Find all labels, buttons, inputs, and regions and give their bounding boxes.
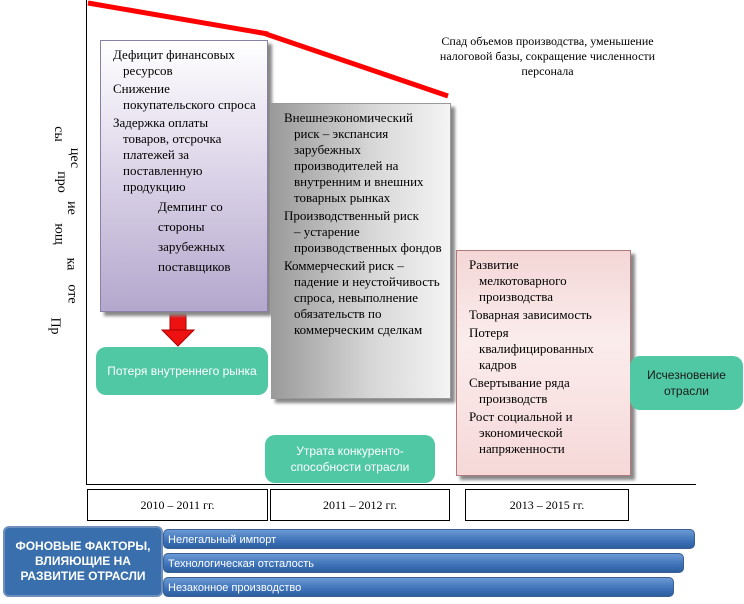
factor-item-dumping: Демпинг со стороны зарубежных поставщико… bbox=[158, 199, 231, 274]
consequence-item: Свертывание ряда производств bbox=[469, 375, 570, 406]
factor-item: Задержка оплаты товаров, отсрочка платеж… bbox=[113, 115, 222, 194]
y-label-part: ющ bbox=[51, 223, 67, 245]
risk-item: Производственный риск – устарение произв… bbox=[284, 208, 442, 255]
y-label-part: цес bbox=[67, 147, 83, 169]
background-factors-label: ФОНОВЫЕ ФАКТОРЫ, ВЛИЯЮЩИЕ НА РАЗВИТИЕ ОТ… bbox=[3, 526, 163, 597]
period-label: 2011 – 2012 гг. bbox=[270, 489, 450, 521]
period1-factors-box: Дефицит финансовых ресурсов Снижение пок… bbox=[100, 40, 268, 312]
period3-consequences-box: Развитие мелкотоварного производства Тов… bbox=[456, 250, 631, 476]
factor-item: Снижение покупательского спроса bbox=[113, 81, 256, 112]
background-factor-bar: Технологическая отсталость bbox=[163, 553, 684, 573]
consequence-item: Товарная зависимость bbox=[469, 307, 592, 322]
background-factor-bar: Незаконное производство bbox=[163, 577, 674, 597]
factor-item: Дефицит финансовых ресурсов bbox=[113, 47, 235, 78]
down-arrow-icon bbox=[160, 313, 196, 347]
period-label: 2010 – 2011 гг. bbox=[87, 489, 268, 521]
y-label-part: ка bbox=[63, 257, 79, 271]
period-label: 2013 – 2015 гг. bbox=[465, 489, 629, 521]
outcome-lost-domestic-market: Потеря внутреннего рынка bbox=[96, 347, 268, 395]
risk-item: Коммерческий риск – падение и неустойчив… bbox=[284, 258, 440, 337]
period2-risks-box: Внешнеэкономический риск – экспансия зар… bbox=[271, 103, 451, 399]
consequence-item: Потеря квалифицированных кадров bbox=[469, 325, 594, 372]
y-label-part: оте bbox=[64, 284, 80, 304]
consequence-item: Рост социальной и экономической напряжен… bbox=[469, 409, 573, 456]
outcome-lost-competitiveness: Утрата конкуренто-способности отрасли bbox=[265, 435, 435, 483]
y-label-part: Пр bbox=[47, 317, 63, 335]
horizontal-axis bbox=[86, 484, 696, 485]
consequence-item: Развитие мелкотоварного производства bbox=[469, 257, 567, 304]
y-label-part: про bbox=[53, 171, 69, 193]
outcome-industry-disappearance: Исчезновение отрасли bbox=[630, 356, 743, 410]
vertical-axis bbox=[86, 0, 87, 485]
y-label-part: ие bbox=[63, 201, 79, 215]
decline-note: Спад объемов производства, уменьшение на… bbox=[439, 34, 656, 78]
y-axis-label: Пр оте ка ющ ие про цес сы bbox=[10, 126, 83, 340]
background-factor-bar: Нелегальный импорт bbox=[163, 529, 695, 549]
risk-item: Внешнеэкономический риск – экспансия зар… bbox=[284, 110, 424, 205]
decline-trend-line-2 bbox=[265, 31, 449, 99]
decline-trend-line bbox=[87, 0, 269, 37]
y-label-part: сы bbox=[50, 126, 66, 142]
